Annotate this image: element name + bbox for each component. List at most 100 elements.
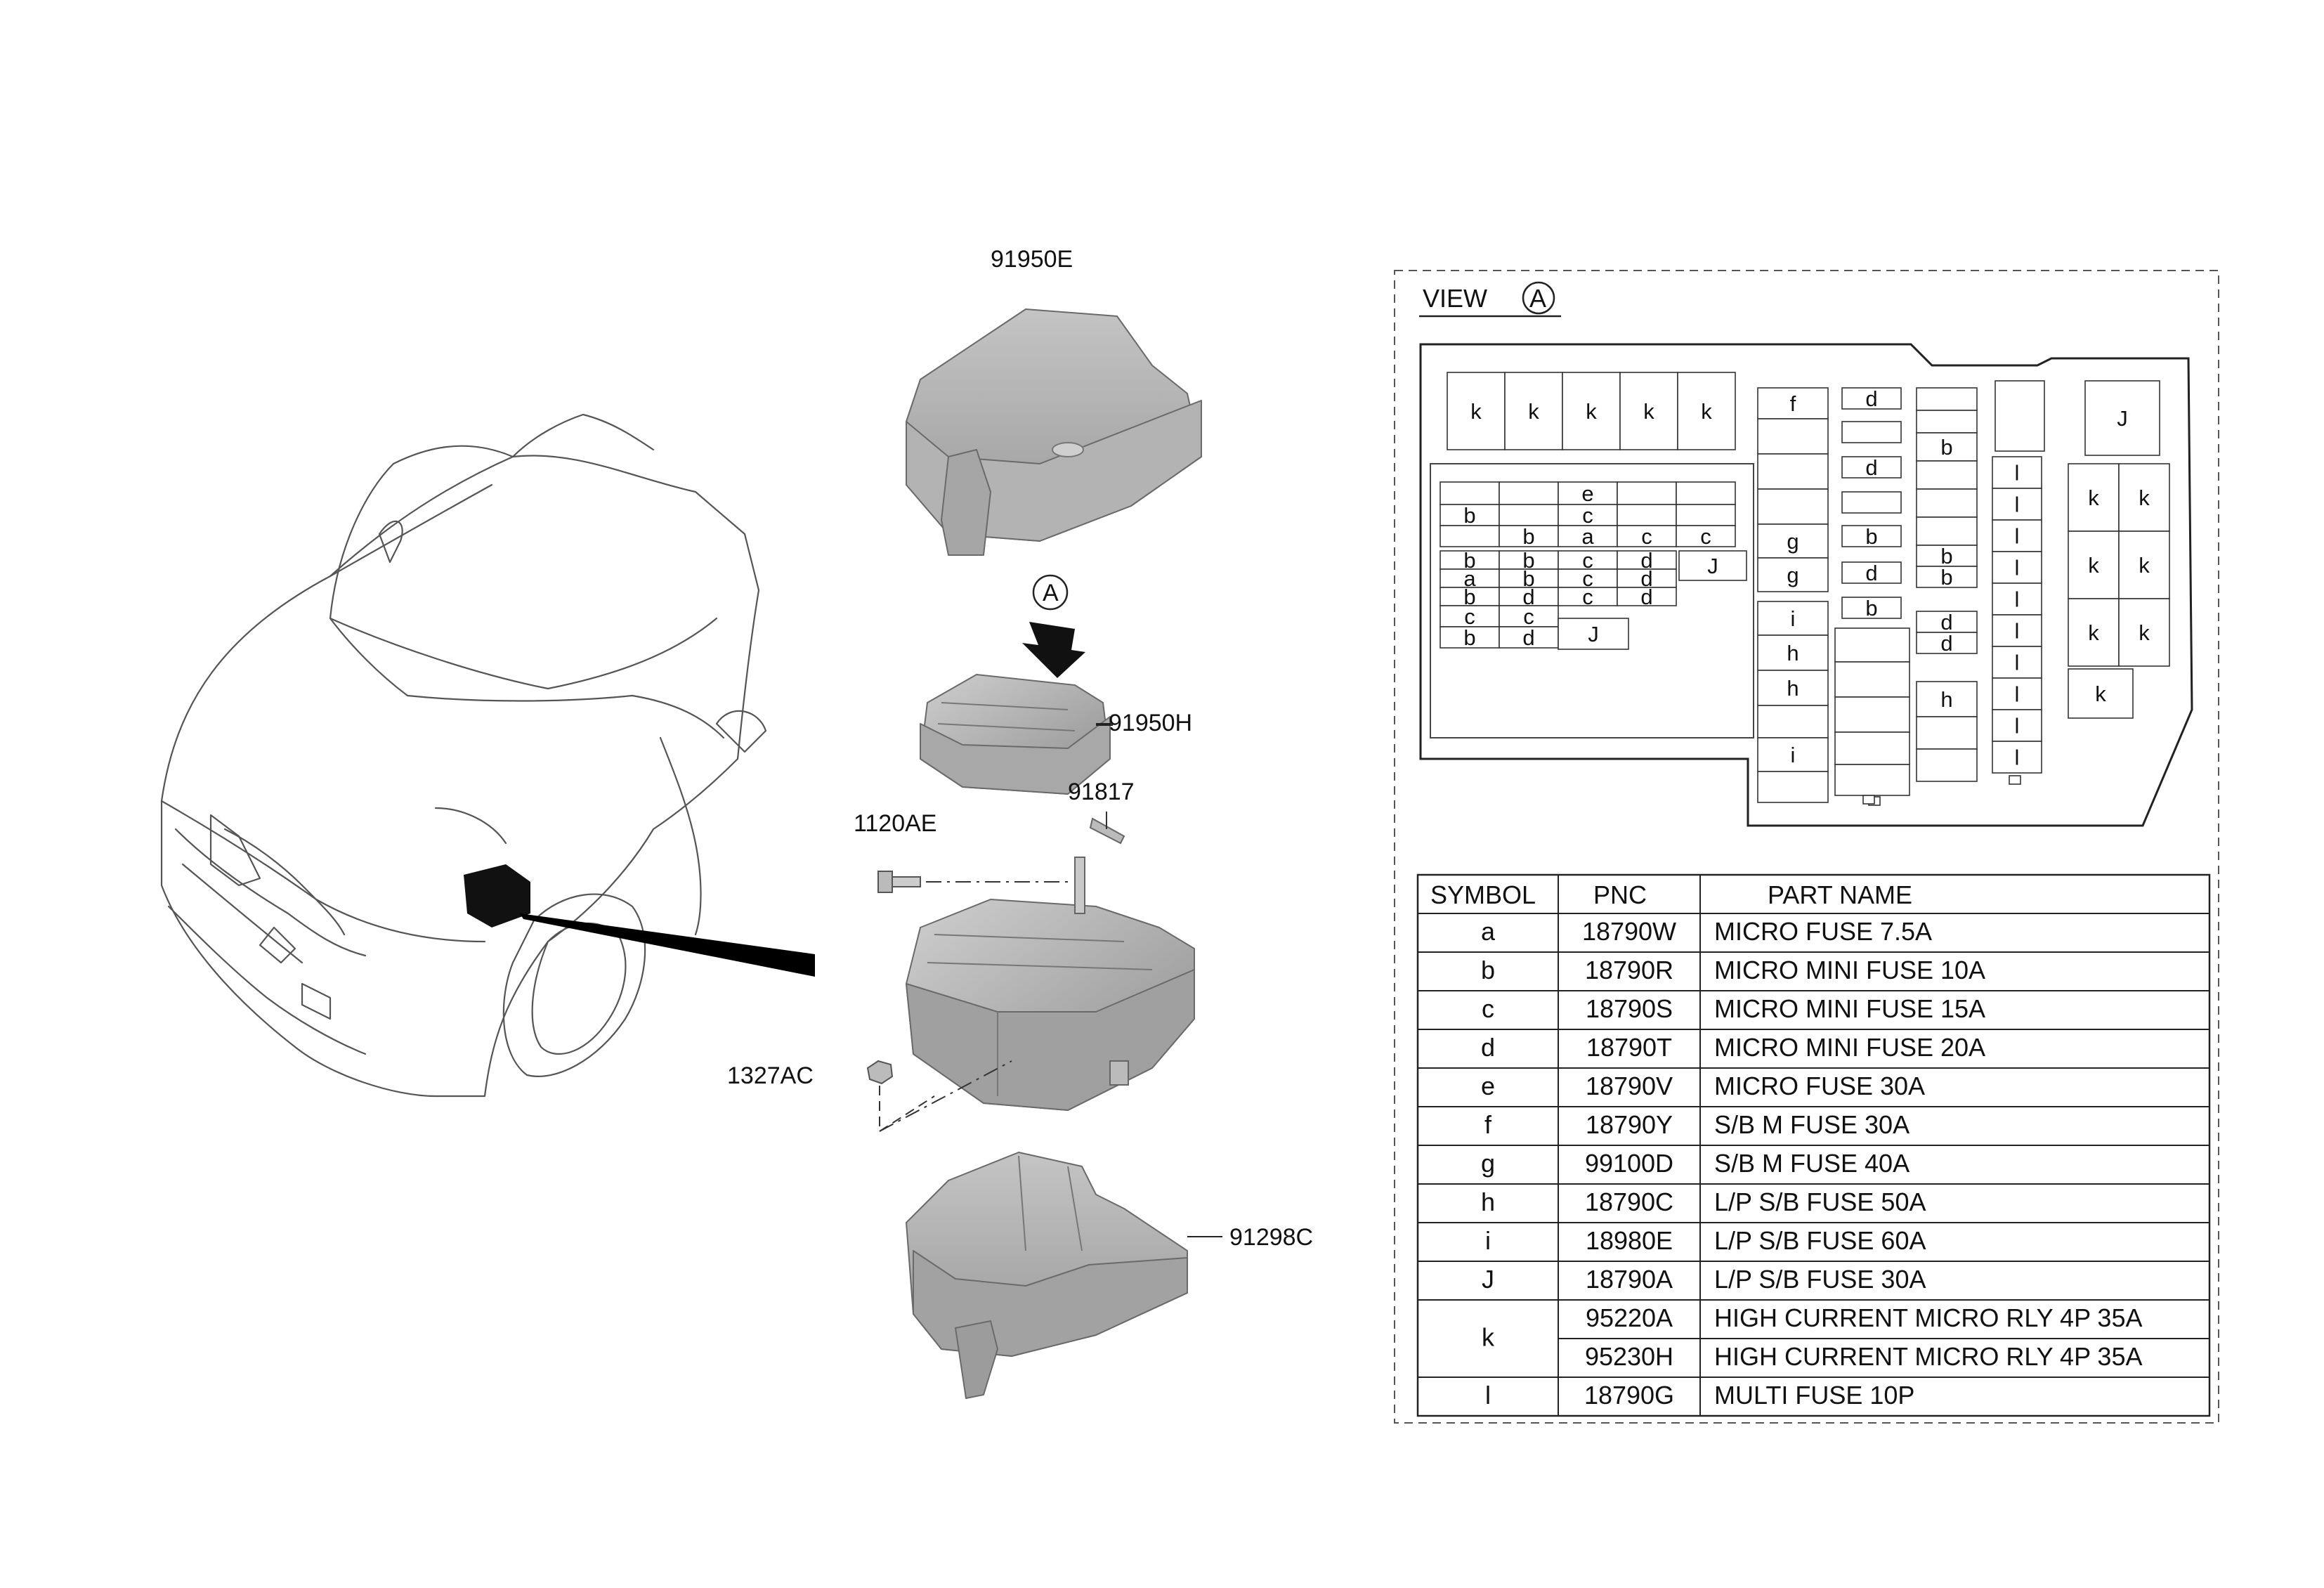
- fuse-slot-j: J: [1678, 550, 1747, 581]
- row-pnc: 18790R: [1585, 956, 1673, 984]
- fuse-slot-label: g: [1787, 529, 1799, 554]
- fuse-slot-h: h: [1916, 681, 1978, 717]
- table-header-pnc: PNC: [1593, 880, 1647, 909]
- row-symbol: J: [1482, 1265, 1494, 1294]
- row-part-name: L/P S/B FUSE 30A: [1714, 1265, 1926, 1294]
- fuse-slot-empty: [1676, 504, 1736, 526]
- callout-leaders: [1096, 723, 1222, 1237]
- fuse-slot-empty: [1834, 696, 1910, 733]
- row-pnc: 18790G: [1584, 1381, 1674, 1410]
- fuse-slot-d: d: [1617, 548, 1677, 573]
- fuse-slot-empty: [1916, 387, 1978, 411]
- row-part-name: MULTI FUSE 10P: [1714, 1381, 1914, 1410]
- fuse-slot-l: l: [1992, 488, 2042, 521]
- fuse-slot-empty: [1440, 525, 1500, 547]
- callout-91950E: 91950E: [991, 246, 1073, 273]
- row-part-name: MICRO MINI FUSE 15A: [1714, 994, 1985, 1023]
- fuse-slot-label: b: [1463, 585, 1475, 609]
- callout-91298C: 91298C: [1229, 1224, 1313, 1251]
- fuse-slot-g: g: [1757, 557, 1829, 592]
- view-letter: A: [1529, 284, 1546, 313]
- row-pnc: 95230H: [1585, 1342, 1673, 1371]
- fuse-slot-d: d: [1499, 625, 1559, 650]
- fuse-slot-b: b: [1916, 565, 1978, 590]
- fuse-slot-c: c: [1617, 524, 1677, 549]
- fuse-slot-k: k: [1447, 372, 1506, 450]
- fuse-slot-empty: [1757, 705, 1829, 738]
- fuse-slot-label: k: [2088, 486, 2099, 510]
- row-symbol: k: [1482, 1323, 1495, 1352]
- fuse-slot-label: l: [2015, 461, 2020, 486]
- row-pnc: 18790C: [1585, 1187, 1673, 1216]
- part-91950H-block: [920, 674, 1111, 795]
- fuse-slot-d: d: [1841, 561, 1902, 585]
- fuse-slot-empty: [1757, 418, 1829, 455]
- fuse-slot-label: b: [1463, 625, 1475, 650]
- table-header-symbol: SYMBOL: [1430, 880, 1536, 909]
- row-symbol: h: [1481, 1187, 1495, 1216]
- row-part-name: MICRO MINI FUSE 20A: [1714, 1033, 1985, 1062]
- row-symbol: a: [1481, 917, 1496, 946]
- fuse-slot-label: d: [1522, 625, 1534, 650]
- fuse-slot-label: d: [1865, 386, 1877, 411]
- fuse-slot-label: c: [1582, 566, 1593, 591]
- fuse-slot-b: b: [1440, 548, 1500, 573]
- row-pnc: 99100D: [1585, 1149, 1673, 1178]
- fuse-slot-empty: [1499, 481, 1559, 505]
- row-symbol: c: [1482, 994, 1494, 1023]
- part-junction-box: [906, 857, 1195, 1111]
- callout-91817: 91817: [1068, 779, 1135, 805]
- fuse-slot-label: b: [1463, 503, 1475, 528]
- fuse-slot-k: k: [1677, 372, 1736, 450]
- fuse-slot-empty: [1676, 481, 1736, 505]
- fuse-slot-label: d: [1640, 566, 1652, 591]
- row-symbol: d: [1481, 1033, 1495, 1062]
- fuse-slot-label: i: [1791, 606, 1796, 631]
- fuse-slot-empty: [1499, 504, 1559, 526]
- fuse-slot-empty: [1916, 748, 1978, 782]
- fuse-slot-label: b: [1940, 435, 1952, 460]
- fuse-slot-empty: [1916, 516, 1978, 546]
- fuse-slot-label: c: [1700, 524, 1711, 549]
- fuse-slot-label: e: [1581, 481, 1593, 506]
- fuse-slot-label: l: [2015, 493, 2020, 517]
- fuse-slot-label: k: [1528, 399, 1539, 424]
- fuse-slot-label: c: [1582, 548, 1593, 573]
- fuse-slot-label: J: [1707, 554, 1718, 578]
- fuse-slot-label: k: [2139, 486, 2150, 510]
- fuse-slot-label: b: [1522, 548, 1534, 573]
- vehicle-illustration: [160, 413, 767, 1098]
- fuse-slot-label: c: [1641, 524, 1652, 549]
- fuse-slot-h: h: [1757, 634, 1829, 671]
- fuse-slot-label: l: [2015, 619, 2020, 644]
- fuse-slot-a: a: [1440, 566, 1500, 591]
- fuse-slot-k: k: [2068, 668, 2134, 719]
- fuse-slot-label: d: [1522, 585, 1534, 609]
- fuse-slot-empty: [1916, 410, 1978, 434]
- view-a-arrow: A: [1022, 574, 1085, 678]
- row-part-name: HIGH CURRENT MICRO RLY 4P 35A: [1714, 1303, 2143, 1332]
- table-header-part-name: PART NAME: [1768, 880, 1912, 909]
- part-91298C-tray: [906, 1152, 1188, 1399]
- row-symbol: i: [1485, 1226, 1491, 1255]
- fuse-slot-b: b: [1499, 524, 1559, 549]
- fuse-slot-k: k: [2118, 531, 2170, 599]
- fuse-slot-label: l: [2015, 651, 2020, 675]
- fuse-slot-empty: [1757, 488, 1829, 525]
- callout-1327AC: 1327AC: [727, 1062, 814, 1089]
- row-part-name: MICRO FUSE 7.5A: [1714, 917, 1932, 946]
- fuse-slot-h: h: [1757, 670, 1829, 706]
- fuse-slot-empty: [1841, 491, 1902, 514]
- fuse-slot-k: k: [1619, 372, 1678, 450]
- row-part-name: MICRO FUSE 30A: [1714, 1072, 1925, 1100]
- fuse-slot-label: l: [2015, 524, 2020, 549]
- row-part-name: S/B M FUSE 30A: [1714, 1110, 1910, 1139]
- fuse-slot-label: l: [2015, 556, 2020, 580]
- fuse-slot-d: d: [1499, 585, 1559, 609]
- fuse-box-tab: [1862, 795, 1875, 805]
- row-symbol: l: [1485, 1381, 1491, 1410]
